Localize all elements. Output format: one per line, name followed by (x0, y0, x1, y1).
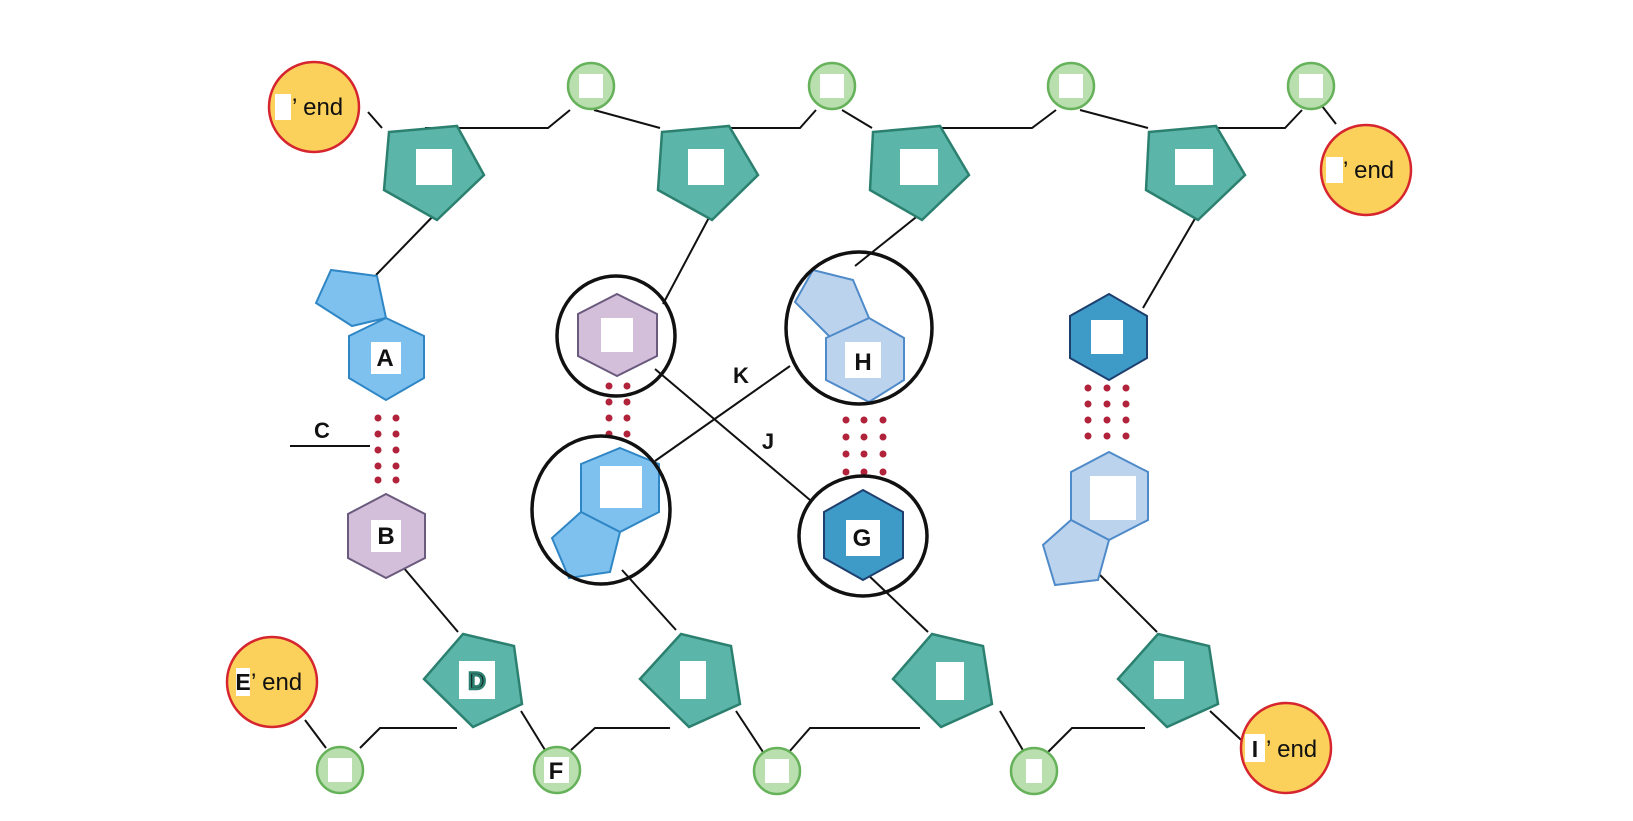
base-bottom-purine (550, 446, 660, 580)
end-bottom-right-i: I ’ end (1239, 701, 1333, 795)
label-f: F (549, 758, 564, 785)
circle-h (784, 250, 934, 406)
label-k: K (733, 363, 749, 388)
end-top-left: ’ end (267, 60, 361, 154)
phosphate-top-3 (1046, 61, 1096, 111)
label-j: J (762, 429, 774, 454)
end-top-right-suffix: ’ end (1343, 157, 1394, 184)
circle-bottom-purine (530, 434, 672, 586)
hbonds-ab (374, 414, 400, 484)
base-right-top-pyrimidine (1069, 292, 1148, 382)
bottom-phosphates: F (315, 745, 1059, 796)
end-top-left-suffix: ’ end (292, 94, 343, 121)
base-top-pyrimidine (577, 292, 658, 378)
circle-top-pyrimidine (555, 274, 677, 398)
hbonds-right (1084, 384, 1130, 440)
phosphate-bottom-1 (315, 745, 365, 795)
phosphate-bottom-4 (1009, 746, 1059, 796)
base-h: H (793, 268, 905, 404)
circle-g (797, 474, 929, 598)
label-b: B (377, 523, 394, 550)
hydrogen-bonds (374, 382, 1130, 484)
end-bottom-left-suffix: ’ end (251, 669, 302, 696)
base-b: B (347, 492, 426, 580)
sugar-top-4 (1144, 124, 1247, 222)
sugar-top-2 (656, 124, 760, 222)
label-g: G (853, 525, 872, 552)
end-top-right: ’ end (1319, 123, 1413, 217)
end-circles: ’ end ’ end E ’ end I ’ end (225, 60, 1413, 795)
phosphate-top-2 (807, 61, 857, 111)
end-bottom-right-suffix: ’ end (1266, 736, 1317, 763)
backbone-lines (290, 105, 1337, 753)
sugar-top-1 (382, 124, 486, 222)
phosphate-top-1 (566, 61, 616, 111)
floating-labels: C K J (314, 363, 774, 454)
top-sugars (382, 124, 1247, 222)
base-g: G (823, 488, 904, 582)
sugar-top-3 (868, 124, 971, 222)
phosphate-top-4 (1286, 61, 1336, 111)
base-right-bottom-purine (1041, 450, 1149, 587)
sugar-bottom-4 (1116, 632, 1220, 729)
bottom-sugars: D (422, 632, 1220, 729)
highlight-circles (530, 250, 934, 598)
label-i: I (1252, 736, 1258, 762)
sugar-bottom-2 (638, 632, 742, 729)
bases: A B H (314, 268, 1149, 587)
label-a: A (376, 345, 393, 372)
base-a: A (314, 268, 425, 402)
hbonds-gh (842, 416, 887, 476)
sugar-bottom-3 (891, 632, 994, 729)
label-h: H (854, 349, 871, 376)
sugar-bottom-d: D (422, 632, 524, 729)
label-e: E (235, 669, 250, 695)
end-bottom-left-e: E ’ end (225, 635, 319, 729)
phosphate-bottom-f: F (532, 745, 582, 795)
hbonds-middle-left (605, 382, 631, 438)
phosphate-bottom-3 (752, 746, 802, 796)
label-c: C (314, 418, 330, 443)
top-phosphates (566, 61, 1336, 111)
label-d: D (468, 668, 485, 695)
